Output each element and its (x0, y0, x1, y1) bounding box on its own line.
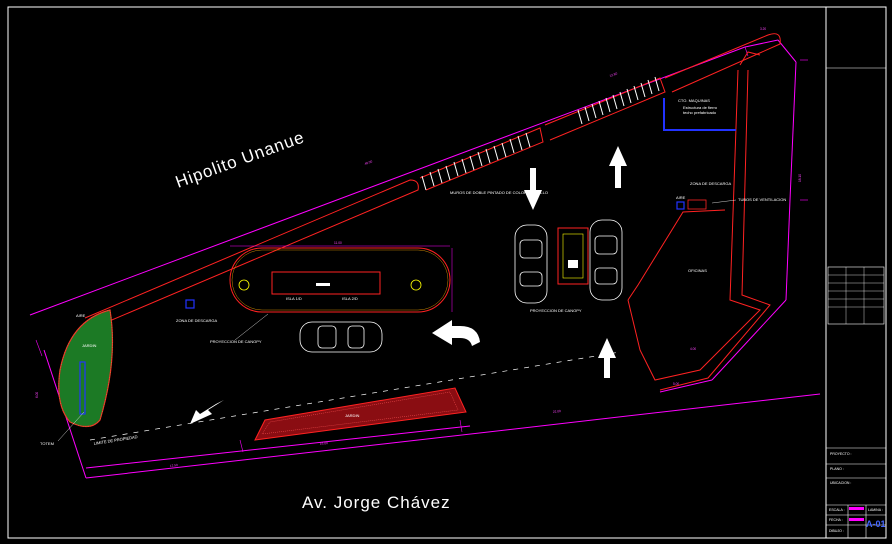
machine-room-sub1: Estructura de fierro (683, 105, 718, 110)
title-row-project: PROYECTO : (830, 452, 852, 456)
crosswalk-lower (421, 132, 531, 191)
discharge-zone-left-marker (185, 299, 195, 309)
title-block: PROYECTO : PLANO : UBICACION : ESCALA : … (825, 7, 886, 538)
discharge-zone-right-label: ZONA DE DESCARGA (690, 181, 731, 186)
sheet-label: LAMINA : (868, 508, 883, 512)
dim-top-right: 3.20 (760, 27, 766, 31)
dim-right-side: 18.10 (798, 174, 802, 182)
island-b-label: ISLA 2/D (342, 296, 358, 301)
dimension-lines (35, 46, 808, 453)
drawing-border (7, 6, 887, 539)
title-row-location: UBICACION : (830, 481, 851, 485)
title-row-scale: ESCALA : (829, 508, 845, 512)
arrow-diagonal-icon (190, 400, 224, 424)
garden-left-label: JARDIN (82, 343, 97, 348)
crosswalk-upper (577, 76, 660, 125)
sheet-number: A-01 (866, 519, 886, 529)
tower-label: TOTEM (40, 441, 54, 446)
machine-room-label: CTO. MAQUINAS (678, 98, 710, 103)
street-north: Hipolito Unanue (173, 127, 307, 191)
title-row-date: FECHA : (829, 518, 843, 522)
car-bottom (299, 321, 383, 353)
machine-room-sub2: techo prefabricado (683, 110, 717, 115)
garden-left: JARDIN AIRE TOTEM (40, 309, 114, 446)
car-top-left (514, 224, 548, 304)
street-south: Av. Jorge Chávez (302, 493, 451, 512)
dim-diag-long: 48.00 (364, 159, 373, 166)
dim-top-edge: 12.80 (609, 71, 618, 78)
dim-bottom-left: 12.50 (170, 463, 179, 468)
discharge-zone-right (687, 199, 707, 210)
left-corner-label: AIRE (76, 313, 86, 318)
garden-bottom: JARDIN (254, 387, 467, 441)
dim-bottom-long: 22.00 (553, 409, 562, 414)
title-row-drawing: DIBUJO : (829, 529, 844, 533)
curb-paint-label: MUROS DE DOBLE PINTADO DE COLOR AMARILLO (450, 190, 548, 195)
dim-island-width: 11.00 (334, 241, 342, 245)
property-limit-label: LIMITE DE PROPIEDAD (93, 434, 138, 446)
machine-room: CTO. MAQUINAS Estructura de fierro techo… (663, 98, 736, 131)
dim-right-low-2: 5.00 (673, 382, 679, 386)
curb-walls (84, 33, 781, 391)
property-limit-line (89, 351, 621, 441)
arrow-up-right-icon (609, 146, 627, 188)
canopy-projection-2-label: PROYECCION DE CANOPY (530, 308, 582, 313)
dim-bottom-mid: 16.00 (320, 441, 329, 446)
arrow-down-icon (524, 168, 542, 210)
air-label: AIRE (676, 195, 686, 200)
dim-right-lower: 4.00 (690, 347, 696, 351)
garden-bottom-label: JARDIN (345, 413, 360, 418)
vent-tubes-label: TUBOS DE VENTILACION (738, 197, 786, 202)
offices-label: OFICINAS (688, 268, 707, 273)
property-line (29, 39, 821, 479)
arrow-up-icon (598, 338, 616, 378)
title-row-plan: PLANO : (830, 467, 844, 471)
island-a-label: ISLA 1/D (286, 296, 302, 301)
canopy-island: 11.00 ISLA 1/D ISLA 2/D PROYECCION DE CA… (210, 241, 453, 344)
car-top-right (589, 219, 623, 301)
discharge-zone-left-label: ZONA DE DESCARGA (176, 318, 217, 323)
arrow-curved-icon (432, 320, 480, 346)
discharge-zone-marker-right (676, 201, 685, 210)
canopy-projection-label: PROYECCION DE CANOPY (210, 339, 262, 344)
dim-left-side: 6.00 (35, 392, 39, 398)
pump-island-right: PROYECCION DE CANOPY (530, 227, 589, 313)
